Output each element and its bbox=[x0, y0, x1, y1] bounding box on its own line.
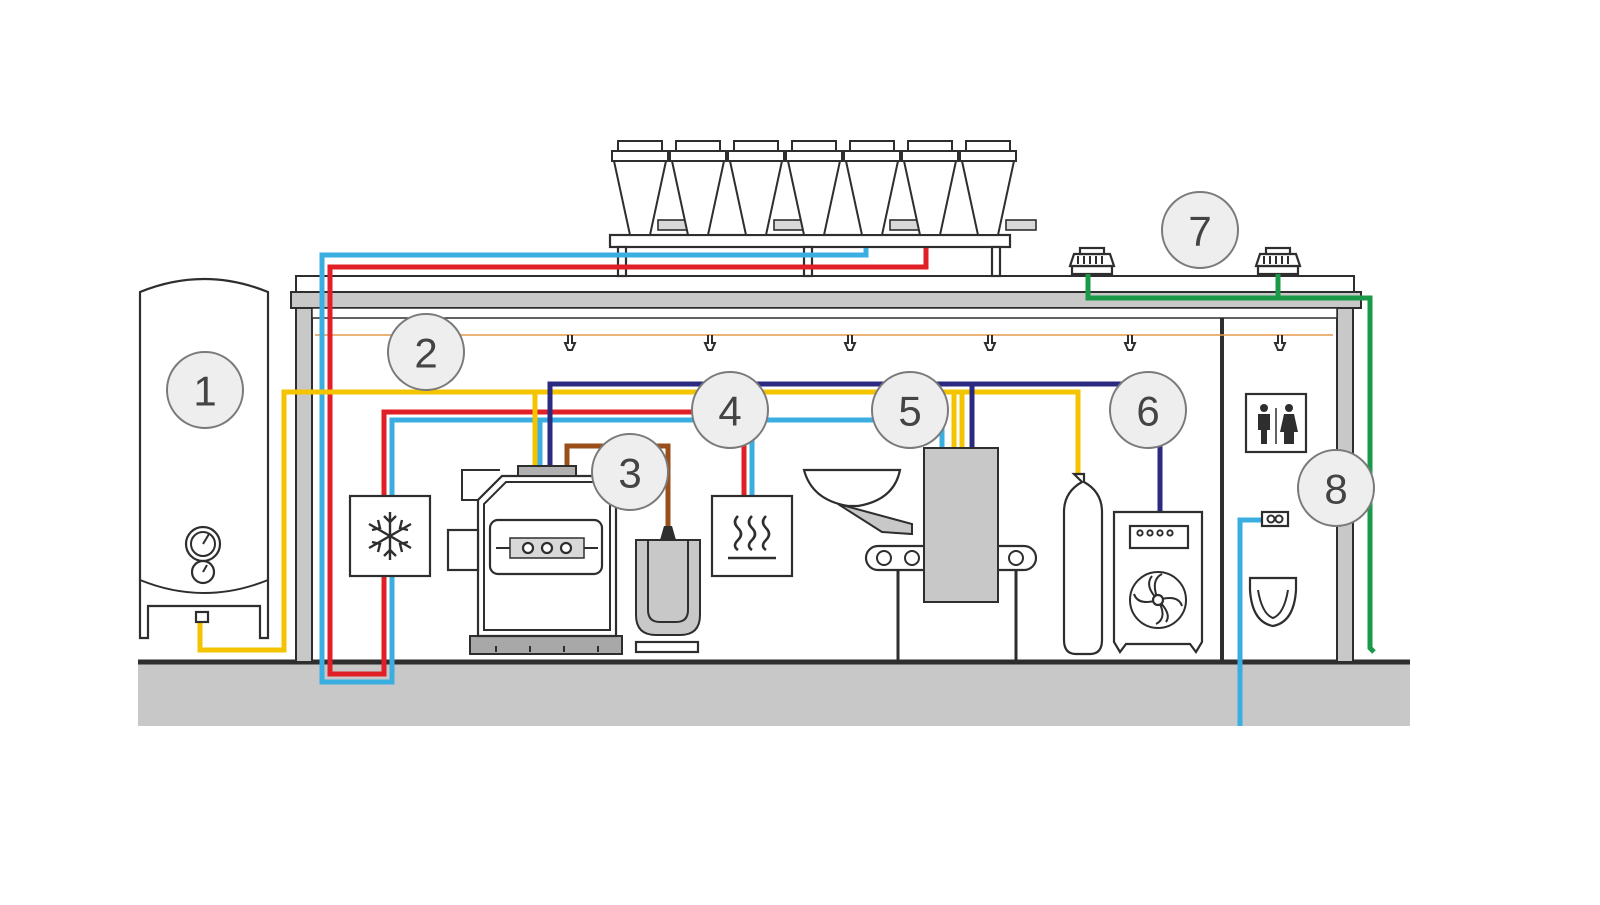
heating-unit bbox=[710, 494, 794, 578]
sprinkler-head bbox=[1123, 335, 1137, 351]
cooler-leg bbox=[990, 245, 1002, 278]
fan-icon bbox=[1129, 571, 1187, 629]
cooling-unit bbox=[669, 140, 727, 236]
roof-top bbox=[295, 275, 1355, 293]
cooling-unit bbox=[611, 140, 689, 236]
callout-8[interactable]: 8 bbox=[1297, 449, 1375, 527]
sprinkler-head bbox=[563, 335, 577, 351]
callout-label: 4 bbox=[718, 388, 741, 435]
callout-label: 7 bbox=[1188, 208, 1211, 255]
gas-cylinder bbox=[1062, 472, 1104, 656]
pressure-gauge-icon bbox=[184, 525, 222, 585]
callouts: 1 2 3 4 5 6 7 8 bbox=[166, 191, 1375, 527]
snowflake-icon bbox=[368, 512, 412, 560]
callout-label: 2 bbox=[414, 330, 437, 377]
gas-pipe bbox=[197, 389, 1081, 653]
refrigeration-unit bbox=[348, 494, 432, 578]
callout-6[interactable]: 6 bbox=[1109, 371, 1187, 449]
callout-5[interactable]: 5 bbox=[871, 371, 949, 449]
callout-label: 1 bbox=[193, 368, 216, 415]
left-column bbox=[295, 307, 313, 663]
ceiling-line bbox=[311, 307, 1338, 319]
callout-1[interactable]: 1 bbox=[166, 351, 244, 429]
cooling-unit bbox=[843, 140, 921, 236]
cooler-leg bbox=[802, 245, 814, 278]
conveyor-line bbox=[802, 447, 1038, 662]
compressor-unit bbox=[1112, 510, 1204, 654]
callout-2[interactable]: 2 bbox=[387, 313, 465, 391]
pipes bbox=[197, 248, 1376, 726]
callout-label: 5 bbox=[898, 388, 921, 435]
hot-water-pipe bbox=[327, 248, 929, 677]
sprinkler-head bbox=[983, 335, 997, 351]
compressed-air-pipe bbox=[547, 381, 1163, 512]
callout-4[interactable]: 4 bbox=[691, 371, 769, 449]
cooler-base bbox=[608, 233, 1012, 249]
cold-water-pipe bbox=[319, 248, 869, 685]
washroom bbox=[1244, 392, 1308, 628]
callout-7[interactable]: 7 bbox=[1161, 191, 1239, 269]
cooling-unit bbox=[959, 140, 1037, 236]
roof-ventilator bbox=[1068, 246, 1116, 276]
roof-ventilator bbox=[1254, 246, 1302, 276]
sprinkler-head bbox=[703, 335, 717, 351]
cold-water-pipe bbox=[1237, 517, 1262, 726]
callout-label: 8 bbox=[1324, 466, 1347, 513]
sprinkler-head bbox=[1273, 335, 1287, 351]
cooling-unit bbox=[727, 140, 805, 236]
cooling-unit bbox=[901, 140, 959, 236]
cooling-unit bbox=[785, 140, 843, 236]
processing-machine bbox=[446, 465, 623, 655]
callout-label: 6 bbox=[1136, 388, 1159, 435]
storage-silo bbox=[138, 277, 270, 640]
sprinkler-head bbox=[843, 335, 857, 351]
rooftop-cooler bbox=[608, 140, 1037, 278]
callout-3[interactable]: 3 bbox=[591, 433, 669, 511]
cooler-leg bbox=[616, 245, 628, 278]
callout-label: 3 bbox=[618, 450, 641, 497]
restroom-icon bbox=[1258, 404, 1298, 444]
steam-generator bbox=[634, 526, 701, 654]
sprinkler-system bbox=[315, 334, 1333, 351]
heat-waves-icon bbox=[728, 515, 776, 560]
ventilation-duct bbox=[1085, 274, 1376, 654]
